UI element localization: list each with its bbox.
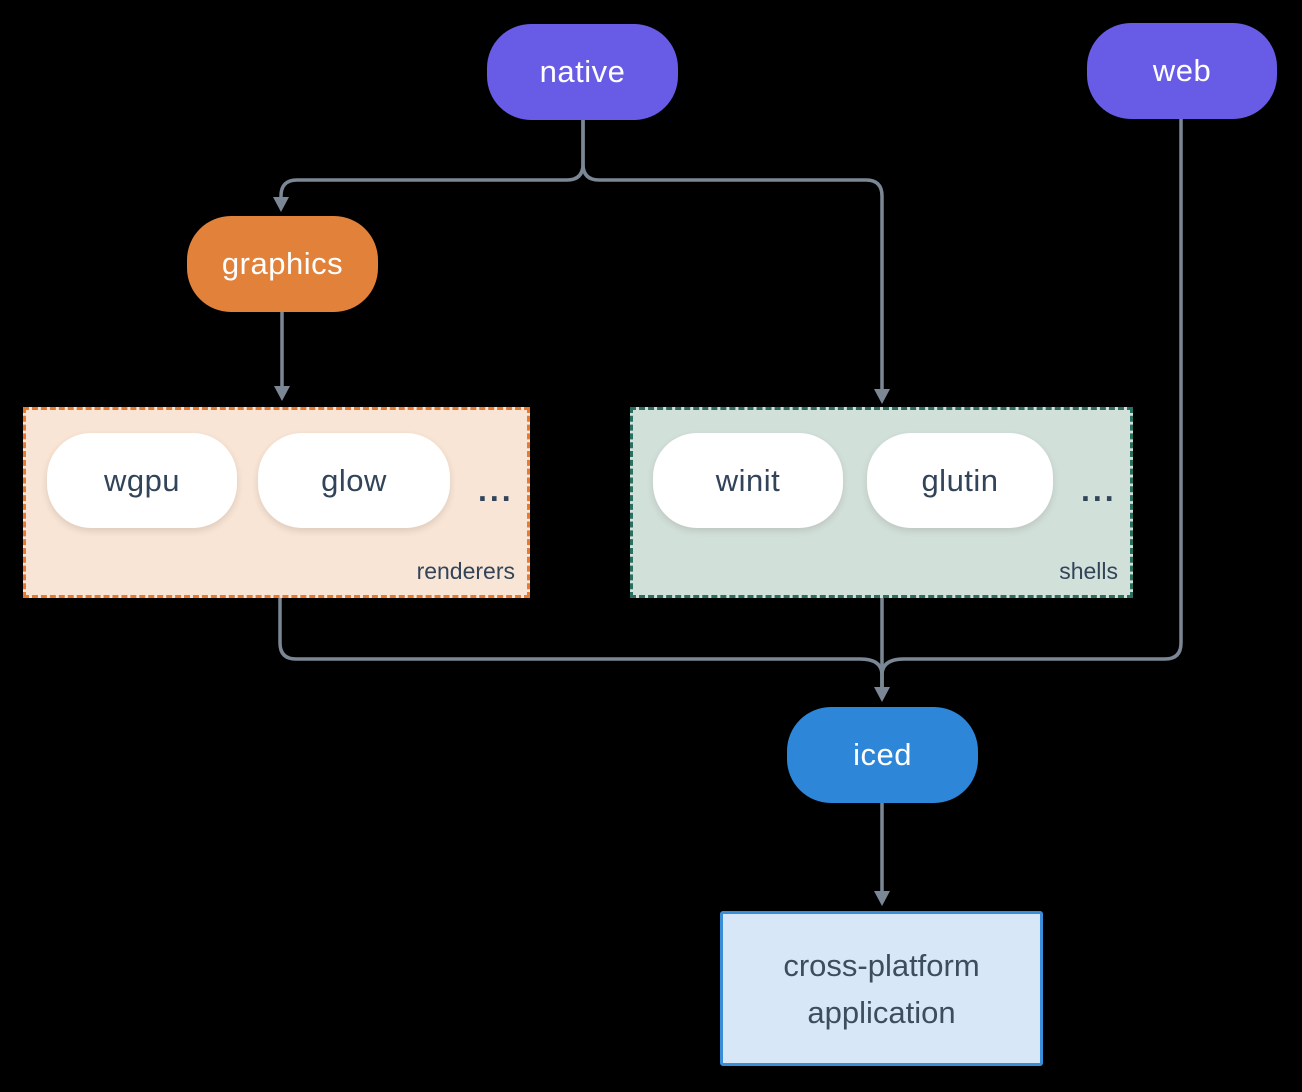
arrowhead-into-iced	[874, 687, 890, 702]
group-renderers: wgpu glow ... renderers	[23, 407, 530, 598]
arrowhead-into-application	[874, 891, 890, 906]
application-label-line2: application	[807, 994, 956, 1030]
edge-web-iced	[880, 119, 1183, 688]
group-shells: winit glutin ... shells	[630, 407, 1133, 598]
node-iced-label: iced	[853, 737, 912, 772]
arrowhead-into-graphics	[273, 197, 289, 212]
application-label-line1: cross-platform	[783, 947, 980, 983]
node-wgpu-label: wgpu	[103, 462, 181, 498]
node-cross-platform-application: cross-platform application	[720, 911, 1043, 1066]
node-native-label: native	[539, 54, 626, 89]
node-wgpu: wgpu	[47, 433, 237, 528]
arrowhead-into-renderers	[274, 386, 290, 401]
shells-ellipsis: ...	[1081, 472, 1117, 508]
node-glow: glow	[258, 433, 450, 528]
node-native: native	[487, 24, 678, 120]
renderers-group-label: renderers	[416, 558, 515, 584]
node-iced: iced	[787, 707, 978, 803]
node-glow-label: glow	[321, 462, 387, 498]
node-glutin: glutin	[867, 433, 1053, 528]
edge-renderers-iced	[278, 598, 884, 688]
arrowhead-into-shells	[874, 389, 890, 404]
renderers-ellipsis: ...	[478, 472, 514, 508]
node-glutin-label: glutin	[921, 462, 999, 498]
node-graphics-label: graphics	[221, 246, 344, 281]
node-winit-label: winit	[715, 462, 781, 498]
edge-native-graphics	[279, 120, 585, 198]
node-winit: winit	[653, 433, 843, 528]
shells-group-label: shells	[1059, 558, 1118, 584]
edge-native-shells	[581, 120, 884, 390]
node-web-label: web	[1152, 53, 1212, 88]
node-graphics: graphics	[187, 216, 378, 312]
node-web: web	[1087, 23, 1277, 119]
